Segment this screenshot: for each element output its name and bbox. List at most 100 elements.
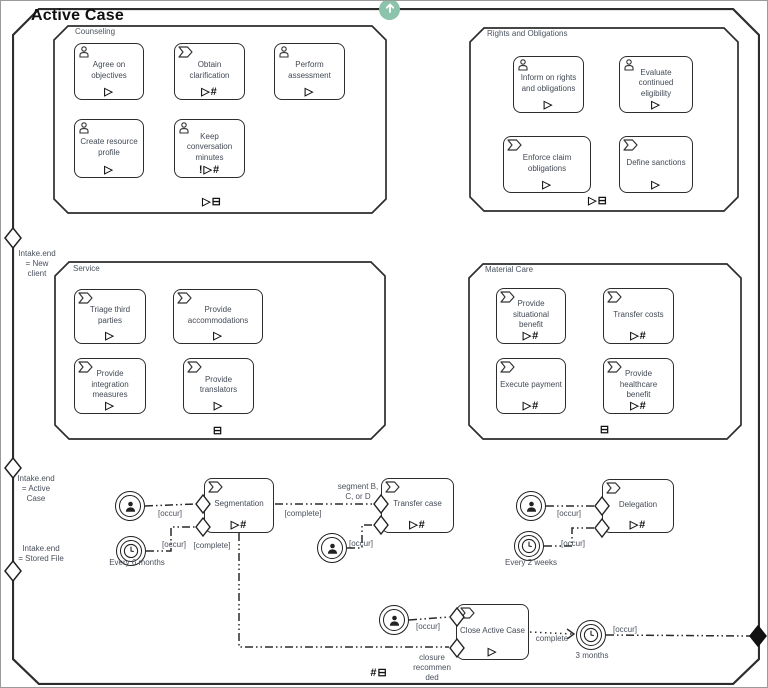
timer-event-listener[interactable] — [514, 531, 544, 561]
task-define-sanctions[interactable]: Define sanctions ▷ — [619, 136, 693, 193]
task-label: Provide situational benefit — [512, 299, 550, 330]
case-plan-markers: #⊟ — [370, 667, 388, 679]
task-label: Create resource profile — [80, 137, 138, 157]
human-task-icon — [78, 46, 90, 61]
entry-criterion-diamond[interactable] — [4, 226, 22, 254]
user-icon — [520, 495, 542, 517]
task-markers: ▷ — [104, 86, 114, 98]
task-provide-accommodations[interactable]: Provide accommodations ▷ — [173, 289, 263, 344]
timer-label-every-6-months: Every 6 months — [109, 558, 165, 567]
task-markers: ▷# — [522, 400, 540, 412]
task-label: Triage third parties — [89, 305, 131, 325]
task-label: Provide accommodations — [187, 305, 249, 325]
timer-label-every-2-weeks: Every 2 weeks — [504, 558, 558, 567]
exit-criterion-diamond[interactable] — [749, 624, 767, 652]
task-provide-integration-measures[interactable]: Provide integration measures ▷ — [74, 358, 146, 414]
task-transfer-case[interactable]: Transfer case ▷# — [381, 478, 454, 533]
entry-criterion-diamond[interactable] — [594, 517, 610, 543]
task-label: Transfer case — [393, 499, 442, 509]
entry-criterion-diamond[interactable] — [4, 456, 22, 484]
task-delegation[interactable]: Delegation ▷# — [602, 479, 674, 533]
connector-label-occur: [occur] — [556, 509, 582, 518]
human-task-icon — [517, 59, 529, 74]
stage-rights-label: Rights and Obligations — [487, 29, 568, 38]
task-label: Inform on rights and obligations — [520, 73, 577, 93]
entry-criterion-diamond[interactable] — [195, 493, 211, 519]
task-markers: ▷# — [201, 86, 218, 98]
task-transfer-costs[interactable]: Transfer costs ▷# — [603, 288, 674, 344]
entry-criterion-diamond[interactable] — [373, 493, 389, 519]
process-task-icon — [500, 291, 515, 306]
timer-event-listener[interactable] — [116, 536, 146, 566]
entry-criterion-diamond[interactable] — [4, 559, 22, 587]
stage-rights-markers: ▷⊟ — [588, 195, 608, 207]
task-markers: ▷ — [651, 179, 661, 191]
process-task-icon — [187, 361, 202, 376]
stage-material-label: Material Care — [485, 265, 534, 274]
entry-criterion-diamond[interactable] — [373, 514, 389, 540]
task-label: Keep conversation minutes — [186, 131, 233, 162]
process-task-icon — [385, 481, 400, 496]
user-event-listener[interactable] — [516, 491, 546, 521]
task-keep-conversation-minutes[interactable]: Keep conversation minutes !▷# — [174, 119, 245, 178]
user-event-listener[interactable] — [115, 491, 145, 521]
process-task-icon — [607, 361, 622, 376]
task-obtain-clarification[interactable]: Obtain clarification ▷# — [174, 43, 245, 100]
criterion-label-stored-file: Intake.end = Stored File — [18, 544, 64, 563]
human-task-icon — [78, 122, 90, 137]
human-task-icon — [623, 59, 635, 74]
task-markers: ▷# — [522, 330, 540, 342]
task-inform-on-rights[interactable]: Inform on rights and obligations ▷ — [513, 56, 584, 113]
connector-label-occur: [occur] — [348, 539, 374, 548]
connector-label-complete: [complete] — [284, 509, 322, 518]
task-create-resource-profile[interactable]: Create resource profile ▷ — [74, 119, 144, 178]
clock-icon — [518, 535, 540, 557]
connector-label-occur: [occur] — [560, 539, 586, 548]
user-icon — [383, 609, 405, 631]
task-label: Transfer costs — [613, 309, 664, 319]
task-evaluate-continued-eligibility[interactable]: Evaluate continued eligibility ▷ — [619, 56, 693, 113]
user-event-listener[interactable] — [317, 533, 347, 563]
user-event-listener[interactable] — [379, 605, 409, 635]
entry-criterion-diamond[interactable] — [449, 606, 465, 632]
task-markers: ▷ — [105, 400, 115, 412]
task-markers: ▷ — [543, 99, 554, 111]
task-label: Execute payment — [500, 379, 562, 389]
task-label: Segmentation — [214, 499, 264, 509]
stage-service-markers: ⊟ — [212, 425, 224, 437]
task-provide-healthcare-benefit[interactable]: Provide healthcare benefit ▷# — [603, 358, 674, 414]
timer-event-listener[interactable] — [576, 620, 606, 650]
task-markers: ▷# — [630, 400, 647, 412]
process-task-icon — [500, 361, 515, 376]
clock-icon — [580, 624, 602, 646]
task-segmentation[interactable]: Segmentation ▷# — [204, 478, 274, 533]
task-triage-third-parties[interactable]: Triage third parties ▷ — [74, 289, 146, 344]
process-task-icon — [78, 361, 93, 376]
connector-label-occur: [occur] — [161, 540, 187, 549]
task-perform-assessment[interactable]: Perform assessment ▷ — [274, 43, 345, 100]
scroll-up-button[interactable] — [379, 1, 400, 20]
task-close-active-case[interactable]: Close Active Case ▷ — [456, 604, 529, 660]
task-execute-payment[interactable]: Execute payment ▷# — [496, 358, 566, 414]
connector-label-segment: segment B, C, or D — [337, 482, 379, 501]
task-label: Delegation — [618, 499, 658, 509]
entry-criterion-diamond[interactable] — [449, 637, 465, 663]
connector-label-complete: complete — [535, 634, 569, 643]
task-provide-situational-benefit[interactable]: Provide situational benefit ▷# — [496, 288, 566, 344]
human-task-icon — [278, 46, 290, 61]
entry-criterion-diamond[interactable] — [195, 516, 211, 542]
process-task-icon — [606, 482, 621, 497]
entry-criterion-diamond[interactable] — [594, 495, 610, 521]
task-markers: ▷# — [409, 519, 426, 531]
process-task-icon — [177, 292, 192, 307]
task-markers: ▷ — [105, 330, 115, 342]
task-markers: ▷# — [629, 519, 647, 531]
task-enforce-claim-obligations[interactable]: Enforce claim obligations ▷ — [503, 136, 591, 193]
task-agree-on-objectives[interactable]: Agree on objectives ▷ — [74, 43, 144, 100]
stage-counseling-label: Counseling — [75, 27, 116, 36]
task-markers: ▷ — [104, 164, 114, 176]
task-provide-translators[interactable]: Provide translators ▷ — [183, 358, 254, 414]
user-icon — [321, 537, 343, 559]
task-markers: !▷# — [198, 164, 221, 176]
